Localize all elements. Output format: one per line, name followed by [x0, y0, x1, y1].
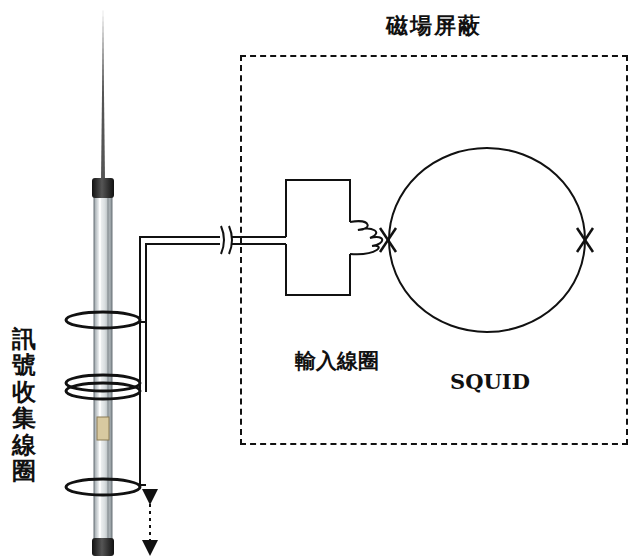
region-title: 磁場屏蔽 [386, 11, 482, 41]
tube-cap [92, 538, 114, 556]
sample [97, 417, 109, 440]
squid-loop: SQUID [385, 142, 595, 394]
pickup-coils [66, 312, 140, 495]
josephson-junction [380, 228, 593, 252]
sample-tube [94, 196, 112, 542]
input-coil-circuit [286, 180, 382, 295]
shield-region: 磁場屏蔽輸入線圈SQUID [240, 55, 628, 445]
needle [101, 8, 105, 180]
input-coil: 輸入線圈 [270, 175, 404, 375]
movement-arrow [149, 497, 151, 548]
component-label: SQUID [450, 369, 530, 394]
signal-wire [140, 226, 286, 487]
tube-cap [92, 178, 114, 198]
coil-label: 訊號收集線圈 [12, 326, 36, 484]
component-label: 輸入線圈 [295, 347, 379, 375]
squid-ring [389, 148, 585, 332]
